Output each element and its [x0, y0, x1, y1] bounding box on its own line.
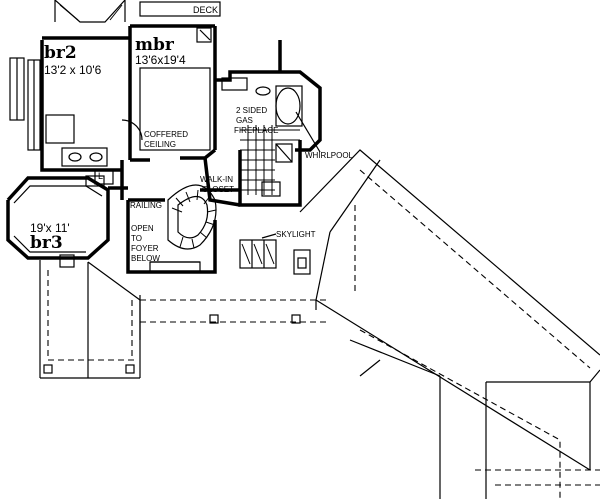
coffered-ceiling-label-2: CEILING [144, 140, 176, 149]
br2-details [9, 57, 114, 185]
br3-name: br3 [30, 233, 63, 253]
whirlpool-leader [295, 111, 321, 153]
fireplace-label-1: 2 SIDED [236, 106, 267, 115]
coffered-ceiling-label-1: COFFERED [144, 130, 188, 139]
br2-name: br2 [44, 43, 77, 63]
fireplace-label-3: FIREPLACE [234, 126, 278, 135]
skylights [239, 233, 311, 275]
open-to-foyer-label-2: TO [131, 234, 142, 243]
walk-in-closet-label-1: WALK-IN [200, 175, 233, 184]
roof-outline [299, 149, 600, 499]
deck-area [54, 0, 221, 23]
walls [6, 24, 322, 274]
railing-label: RAILING [130, 201, 162, 210]
open-to-foyer-label-1: OPEN [131, 224, 154, 233]
br2-dimensions: 13'2 x 10'6 [44, 63, 102, 77]
mbr-dimensions: 13'6x19'4 [135, 53, 186, 67]
br3-dimensions: 19'x 11' [30, 221, 70, 235]
mbr-details [121, 27, 212, 151]
br3-details [13, 175, 105, 268]
whirlpool-label: WHIRLPOOL [305, 151, 354, 160]
fireplace-label-2: GAS [236, 116, 253, 125]
staircase [149, 184, 217, 273]
tile-floor [240, 125, 300, 195]
master-bath [221, 77, 303, 197]
mbr-name: mbr [135, 35, 175, 55]
walk-in-closet-label-2: CLOSET [202, 185, 234, 194]
skylight-label: SKYLIGHT [276, 230, 316, 239]
open-to-foyer-label-3: FOYER [131, 244, 159, 253]
porch-roof [39, 260, 330, 379]
deck-label: DECK [193, 5, 218, 15]
open-to-foyer-label-4: BELOW [131, 254, 160, 263]
